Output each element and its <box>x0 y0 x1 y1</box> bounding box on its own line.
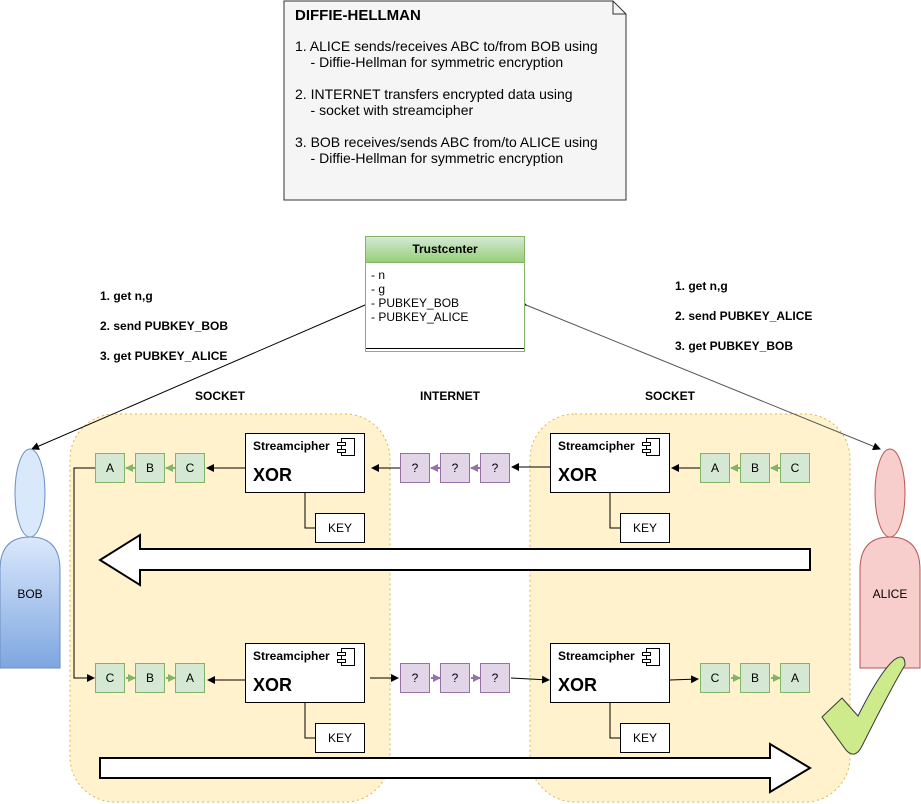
data-block: A <box>175 663 205 693</box>
encrypted-block: ? <box>480 663 510 693</box>
data-block: B <box>740 663 770 693</box>
component-icon <box>337 648 355 666</box>
trustcenter-field: - PUBKEY_ALICE <box>371 310 469 324</box>
trustcenter-field: - g <box>371 282 386 296</box>
data-block: A <box>700 453 730 483</box>
alice-steps: 1. get n,g 2. send PUBKEY_ALICE 3. get P… <box>675 279 812 369</box>
note-line: 1. ALICE sends/receives ABC to/from BOB … <box>295 38 598 54</box>
trustcenter-field: - PUBKEY_BOB <box>371 296 460 310</box>
note-title: DIFFIE-HELLMAN <box>295 7 421 24</box>
note-content: DIFFIE-HELLMAN 1. ALICE sends/receives A… <box>295 7 598 167</box>
data-block: C <box>700 663 730 693</box>
component-icon <box>337 438 355 456</box>
big-arrow-right <box>99 742 812 794</box>
encrypted-block: ? <box>440 453 470 483</box>
component-body: XOR <box>253 465 293 485</box>
encrypted-block: ? <box>440 663 470 693</box>
note-line: - Diffie-Hellman for symmetric encryptio… <box>295 150 564 166</box>
encrypted-block: ? <box>480 453 510 483</box>
key-box: KEY <box>315 723 365 753</box>
data-block: B <box>740 453 770 483</box>
component-title: Streamcipher <box>558 649 635 663</box>
data-block: A <box>95 453 125 483</box>
data-block: C <box>175 453 205 483</box>
bob-steps: 1. get n,g 2. send PUBKEY_BOB 3. get PUB… <box>100 289 228 379</box>
streamcipher-component: Streamcipher XOR <box>550 433 670 493</box>
zone-label-middle: INTERNET <box>420 389 480 403</box>
big-arrow-left <box>98 533 811 587</box>
data-block: B <box>135 663 165 693</box>
checkmark-icon <box>821 656 906 755</box>
zone-label-left: SOCKET <box>194 389 245 403</box>
trustcenter-divider <box>366 348 524 349</box>
streamcipher-component: Streamcipher XOR <box>550 643 670 703</box>
encrypted-block: ? <box>400 663 430 693</box>
component-title: Streamcipher <box>253 649 330 663</box>
component-icon <box>642 648 660 666</box>
component-title: Streamcipher <box>558 439 635 453</box>
bob-actor <box>0 448 61 669</box>
encrypted-block: ? <box>400 453 430 483</box>
key-box: KEY <box>620 723 670 753</box>
zone-label-right: SOCKET <box>644 389 695 403</box>
streamcipher-component: Streamcipher XOR <box>245 643 365 703</box>
note-line: - socket with streamcipher <box>295 102 474 118</box>
alice-label: ALICE <box>872 587 908 601</box>
trustcenter-field: - n <box>371 268 386 282</box>
key-box: KEY <box>315 513 365 543</box>
note-line: - Diffie-Hellman for symmetric encryptio… <box>295 54 564 70</box>
note-line: 2. INTERNET transfers encrypted data usi… <box>295 86 573 102</box>
note-line <box>295 118 598 134</box>
note-line: 3. BOB receives/sends ABC from/to ALICE … <box>295 134 598 150</box>
data-block: B <box>135 453 165 483</box>
alice-step: 1. get n,g <box>675 279 728 293</box>
component-body: XOR <box>253 675 293 695</box>
trustcenter-class: Trustcenter - n - g - PUBKEY_BOB - PUBKE… <box>365 236 525 352</box>
key-box: KEY <box>620 513 670 543</box>
alice-actor <box>859 448 921 669</box>
bob-step: 1. get n,g <box>100 289 153 303</box>
bob-step: 2. send PUBKEY_BOB <box>100 319 229 333</box>
data-block: A <box>780 663 810 693</box>
note-line <box>295 70 598 86</box>
data-block: C <box>95 663 125 693</box>
data-block: C <box>780 453 810 483</box>
trustcenter-title: Trustcenter <box>366 237 524 263</box>
alice-step: 3. get PUBKEY_BOB <box>675 339 794 353</box>
component-icon <box>642 438 660 456</box>
streamcipher-component: Streamcipher XOR <box>245 433 365 493</box>
note-shape <box>283 0 627 201</box>
component-body: XOR <box>558 465 598 485</box>
component-body: XOR <box>558 675 598 695</box>
alice-step: 2. send PUBKEY_ALICE <box>675 309 813 323</box>
bob-step: 3. get PUBKEY_ALICE <box>100 349 228 363</box>
component-title: Streamcipher <box>253 439 330 453</box>
bob-label: BOB <box>17 587 43 601</box>
